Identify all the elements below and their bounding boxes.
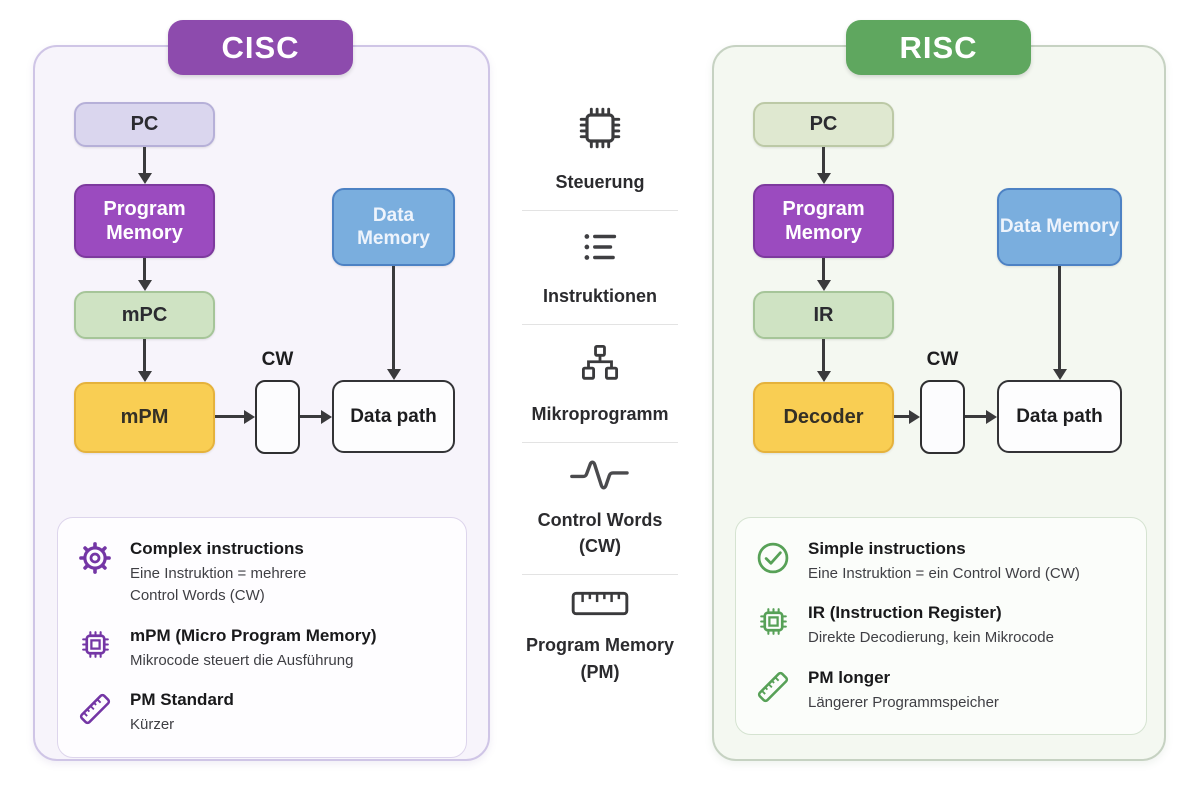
legend-label: Control Words (CW): [537, 510, 663, 557]
arrow-ir-to-decoder: [822, 339, 825, 372]
cisc-note-mpm: mPM (Micro Program Memory) Mikrocode ste…: [76, 625, 448, 672]
cisc-data-path-box: Data path: [332, 380, 455, 453]
risc-program-memory-box: Program Memory: [753, 184, 894, 258]
note-title: Simple instructions: [808, 539, 966, 558]
cisc-note-pm-standard: PM Standard Kürzer: [76, 689, 448, 736]
cisc-notes-card: Complex instructions Eine Instruktion = …: [57, 517, 467, 758]
note-title: PM longer: [808, 667, 891, 687]
risc-notes-card: Simple instructions Eine Instruktion = e…: [735, 517, 1147, 736]
legend-item-steuerung: Steuerung: [555, 102, 645, 195]
legend-label: Mikroprogramm: [531, 404, 669, 425]
ruler-icon: [571, 590, 629, 622]
chip-icon: [754, 602, 792, 640]
risc-note-simple-instructions: Simple instructions Eine Instruktion = e…: [754, 538, 1128, 585]
note-desc: Direkte Decodierung, kein Mikrocode: [808, 629, 1054, 647]
risc-title-badge: RISC: [846, 20, 1031, 75]
note-title: PM Standard: [130, 690, 234, 710]
cisc-title-badge: CISC: [168, 20, 353, 75]
cisc-program-memory-box: Program Memory: [74, 184, 215, 258]
note-text: Simple instructions Eine Instruktion = e…: [808, 538, 1080, 585]
legend-item-instruktionen: Instruktionen: [543, 226, 657, 309]
legend-label: Steuerung: [555, 172, 645, 192]
note-desc: Eine Instruktion = mehrere Control Words…: [130, 564, 307, 605]
legend-label: Program Memory (PM): [525, 635, 675, 682]
arrow-decoder-to-cw: [894, 415, 910, 418]
cisc-mpm-box: mPM: [74, 382, 215, 453]
legend-column: Steuerung Instruktionen: [520, 102, 680, 685]
risc-data-memory-box: Data Memory: [997, 188, 1122, 266]
note-title: Complex instructions: [130, 539, 304, 558]
arrow-data-memory-to-data-path: [392, 266, 395, 370]
arrow-program-memory-to-mpc: [143, 258, 146, 281]
note-desc: Eine Instruktion = ein Control Word (CW): [808, 564, 1080, 582]
note-text: Complex instructions Eine Instruktion = …: [130, 538, 306, 608]
note-desc: Mikrocode steuert die Ausführung: [130, 651, 354, 669]
cisc-panel: PC Program Memory mPC mPM CW Data Memory…: [33, 45, 490, 761]
risc-panel: PC Program Memory IR Decoder CW Data Mem…: [712, 45, 1166, 761]
cisc-cw-label: CW: [261, 349, 294, 370]
legend-item-program-memory: Program Memory (PM): [520, 590, 680, 684]
legend-divider: [522, 442, 678, 444]
note-text: PM longer Längerer Programmspeicher: [808, 667, 999, 714]
ruler-icon: [76, 689, 114, 728]
note-desc: Kürzer: [130, 716, 175, 734]
cisc-pc-box: PC: [74, 102, 215, 147]
risc-note-pm-longer: PM longer Längerer Programmspeicher: [754, 667, 1128, 714]
legend-label: Instruktionen: [542, 286, 657, 307]
note-text: mPM (Micro Program Memory) Mikrocode ste…: [130, 625, 377, 672]
note-desc: Längerer Programmspeicher: [808, 693, 999, 711]
legend-divider: [522, 324, 678, 326]
note-text: PM Standard Kürzer: [130, 689, 234, 736]
note-text: IR (Instruction Register) Direkte Decodi…: [808, 602, 1054, 649]
list-icon: [579, 226, 621, 273]
pulse-icon: [569, 458, 631, 497]
chip-icon: [76, 625, 114, 663]
risc-note-ir: IR (Instruction Register) Direkte Decodi…: [754, 602, 1128, 649]
risc-pc-box: PC: [753, 102, 894, 147]
hierarchy-icon: [577, 340, 623, 391]
arrow-pc-to-program-memory: [143, 147, 146, 174]
risc-ir-box: IR: [753, 291, 894, 339]
legend-divider: [522, 574, 678, 576]
risc-cw-box: [920, 380, 965, 454]
cisc-data-memory-box: Data Memory: [332, 188, 455, 266]
cpu-chip-icon: [574, 102, 626, 159]
arrow-cw-to-data-path: [300, 415, 322, 418]
arrow-mpc-to-mpm: [143, 339, 146, 372]
cisc-cw-box: [255, 380, 300, 454]
arrow-pc-to-program-memory: [822, 147, 825, 174]
ruler-icon: [754, 667, 792, 706]
check-circle-icon: [754, 538, 792, 577]
arrow-mpm-to-cw: [215, 415, 245, 418]
risc-decoder-box: Decoder: [753, 382, 894, 453]
gear-icon: [76, 538, 114, 577]
legend-item-control-words: Control Words (CW): [520, 458, 680, 559]
risc-cw-label: CW: [926, 349, 959, 370]
legend-divider: [522, 210, 678, 212]
cisc-note-complex-instructions: Complex instructions Eine Instruktion = …: [76, 538, 448, 608]
legend-item-mikroprogramm: Mikroprogramm: [531, 340, 669, 427]
arrow-program-memory-to-ir: [822, 258, 825, 281]
arrow-cw-to-data-path: [965, 415, 987, 418]
cisc-mpc-box: mPC: [74, 291, 215, 339]
arrow-data-memory-to-data-path: [1058, 266, 1061, 370]
note-title: mPM (Micro Program Memory): [130, 625, 377, 645]
note-title: IR (Instruction Register): [808, 603, 1002, 623]
risc-data-path-box: Data path: [997, 380, 1122, 453]
